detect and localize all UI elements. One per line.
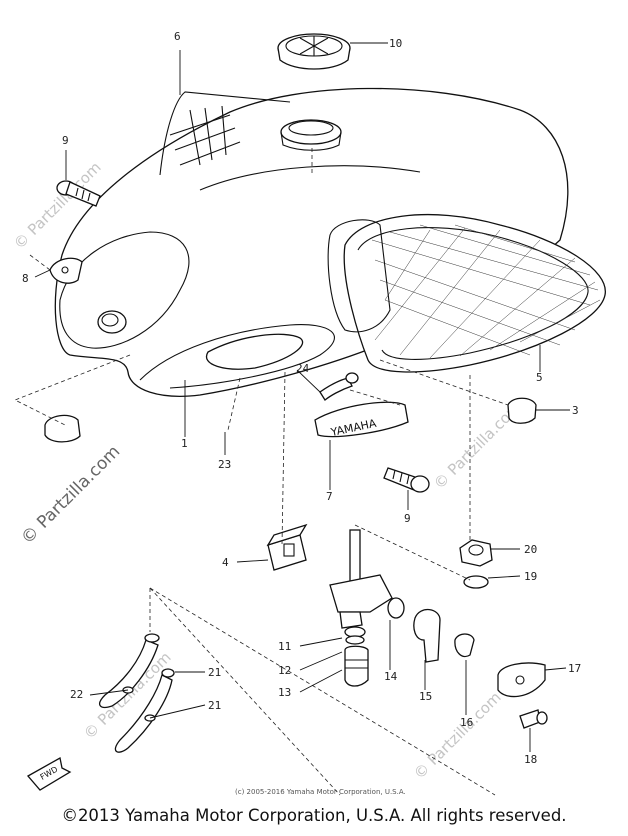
callout-1: 1 xyxy=(181,437,188,450)
grommet xyxy=(507,397,537,424)
callout-19: 19 xyxy=(524,570,537,583)
callout-8: 8 xyxy=(22,272,29,285)
cover-plate xyxy=(497,662,546,698)
callout-3: 3 xyxy=(572,404,579,417)
callout-23: 23 xyxy=(218,458,231,471)
callout-15: 15 xyxy=(419,690,432,703)
callout-16: 16 xyxy=(460,716,473,729)
callout-12: 12 xyxy=(278,664,291,677)
callout-9-lower: 9 xyxy=(404,512,411,525)
footer-copyright: ©2013 Yamaha Motor Corporation, U.S.A. A… xyxy=(61,806,567,825)
callout-4: 4 xyxy=(222,556,229,569)
callout-5: 5 xyxy=(536,371,543,384)
callout-6: 6 xyxy=(174,30,181,43)
plate xyxy=(454,633,475,658)
callout-14: 14 xyxy=(384,670,398,683)
callout-24-tank: 24 xyxy=(296,362,310,375)
bracket xyxy=(49,257,83,284)
nut xyxy=(459,539,493,567)
callout-20: 20 xyxy=(524,543,537,556)
callout-17: 17 xyxy=(568,662,581,675)
leader-lines xyxy=(34,42,570,752)
watermark-text: © Partzilla.com xyxy=(17,442,124,549)
callout-10: 10 xyxy=(389,37,402,50)
bolt xyxy=(56,180,101,207)
screw xyxy=(519,709,548,729)
callout-21: 21 xyxy=(208,699,221,712)
hose xyxy=(319,377,353,401)
callout-7: 7 xyxy=(326,490,333,503)
damper xyxy=(266,523,308,571)
callout-22: 22 xyxy=(70,688,83,701)
emblem: YAMAHA xyxy=(314,401,409,439)
gasket xyxy=(387,597,405,619)
callout-13: 13 xyxy=(278,686,291,699)
callout-11: 11 xyxy=(278,640,291,653)
fuel-hose xyxy=(99,633,175,753)
grommet xyxy=(44,414,81,443)
callout-9-top: 9 xyxy=(62,134,69,147)
reference-lines xyxy=(14,148,509,796)
side-grill-panel xyxy=(327,213,606,373)
filler-cap xyxy=(277,33,351,70)
callout-24-hose: 21 xyxy=(208,666,221,679)
drawing-copyright: (c) 2005-2016 Yamaha Motor Corporation, … xyxy=(235,788,406,796)
screw xyxy=(383,467,430,493)
fuel-cock xyxy=(329,529,393,687)
forward-arrow-icon: FWD xyxy=(26,756,72,791)
callout-18: 18 xyxy=(524,753,537,766)
lever xyxy=(413,608,441,663)
washer xyxy=(463,575,489,589)
